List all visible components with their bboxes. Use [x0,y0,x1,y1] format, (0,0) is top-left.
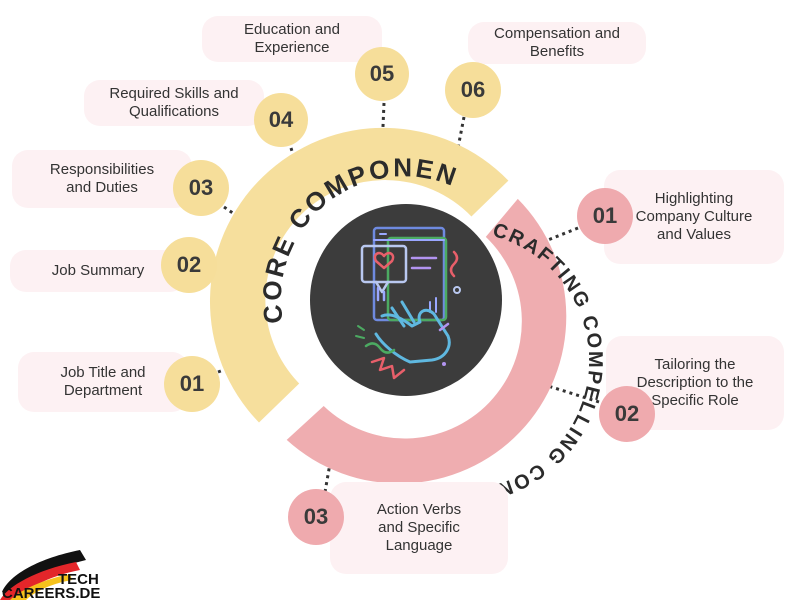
core-item-04-number: 04 [254,93,308,147]
craft-item-03-label: Action Verbs and Specific Language [330,482,508,574]
craft-item-02-number: 02 [599,386,655,442]
center-disc [310,204,502,396]
core-item-02-text: Job Summary [51,262,145,279]
craft-item-01-text: Highlighting Company Culture and Values [635,190,753,243]
logo-line2: CAREERS.DE [2,585,100,600]
job-description-illustration-icon [355,226,461,380]
core-item-06-number: 06 [445,62,501,118]
craft-item-03-number: 03 [288,489,344,545]
core-item-03-text: Responsibilities and Duties [49,161,155,196]
core-item-02-label: Job Summary [10,250,186,292]
craft-item-01-number: 01 [577,188,633,244]
core-item-05-label: Education and Experience [202,16,382,62]
craft-item-02-text: Tailoring the Description to the Specifi… [636,356,754,409]
german-flag-swoosh-icon [0,550,86,600]
core-item-03-label: Responsibilities and Duties [12,150,192,208]
core-item-03-number: 03 [173,160,229,216]
core-item-01-label: Job Title and Department [18,352,188,412]
core-item-06-label: Compensation and Benefits [468,22,646,64]
logo-line1: TECH [58,571,99,588]
core-item-05-number: 05 [355,47,409,101]
core-item-04-label: Required Skills and Qualifications [84,80,264,126]
craft-item-03-text: Action Verbs and Specific Language [376,501,462,554]
connector-core-05 [380,102,386,151]
craft-item-01-label: Highlighting Company Culture and Values [604,170,784,264]
core-components-ring [209,127,509,423]
core-item-06-text: Compensation and Benefits [494,25,620,60]
core-item-04-text: Required Skills and Qualifications [109,85,239,120]
core-item-05-text: Education and Experience [244,21,340,56]
connector-craft-02 [544,383,600,404]
core-item-01-text: Job Title and Department [60,364,146,399]
crafting-content-ring [286,198,567,484]
core-item-02-number: 02 [161,237,217,293]
connector-craft-01 [547,226,579,242]
core-item-01-number: 01 [164,356,220,412]
